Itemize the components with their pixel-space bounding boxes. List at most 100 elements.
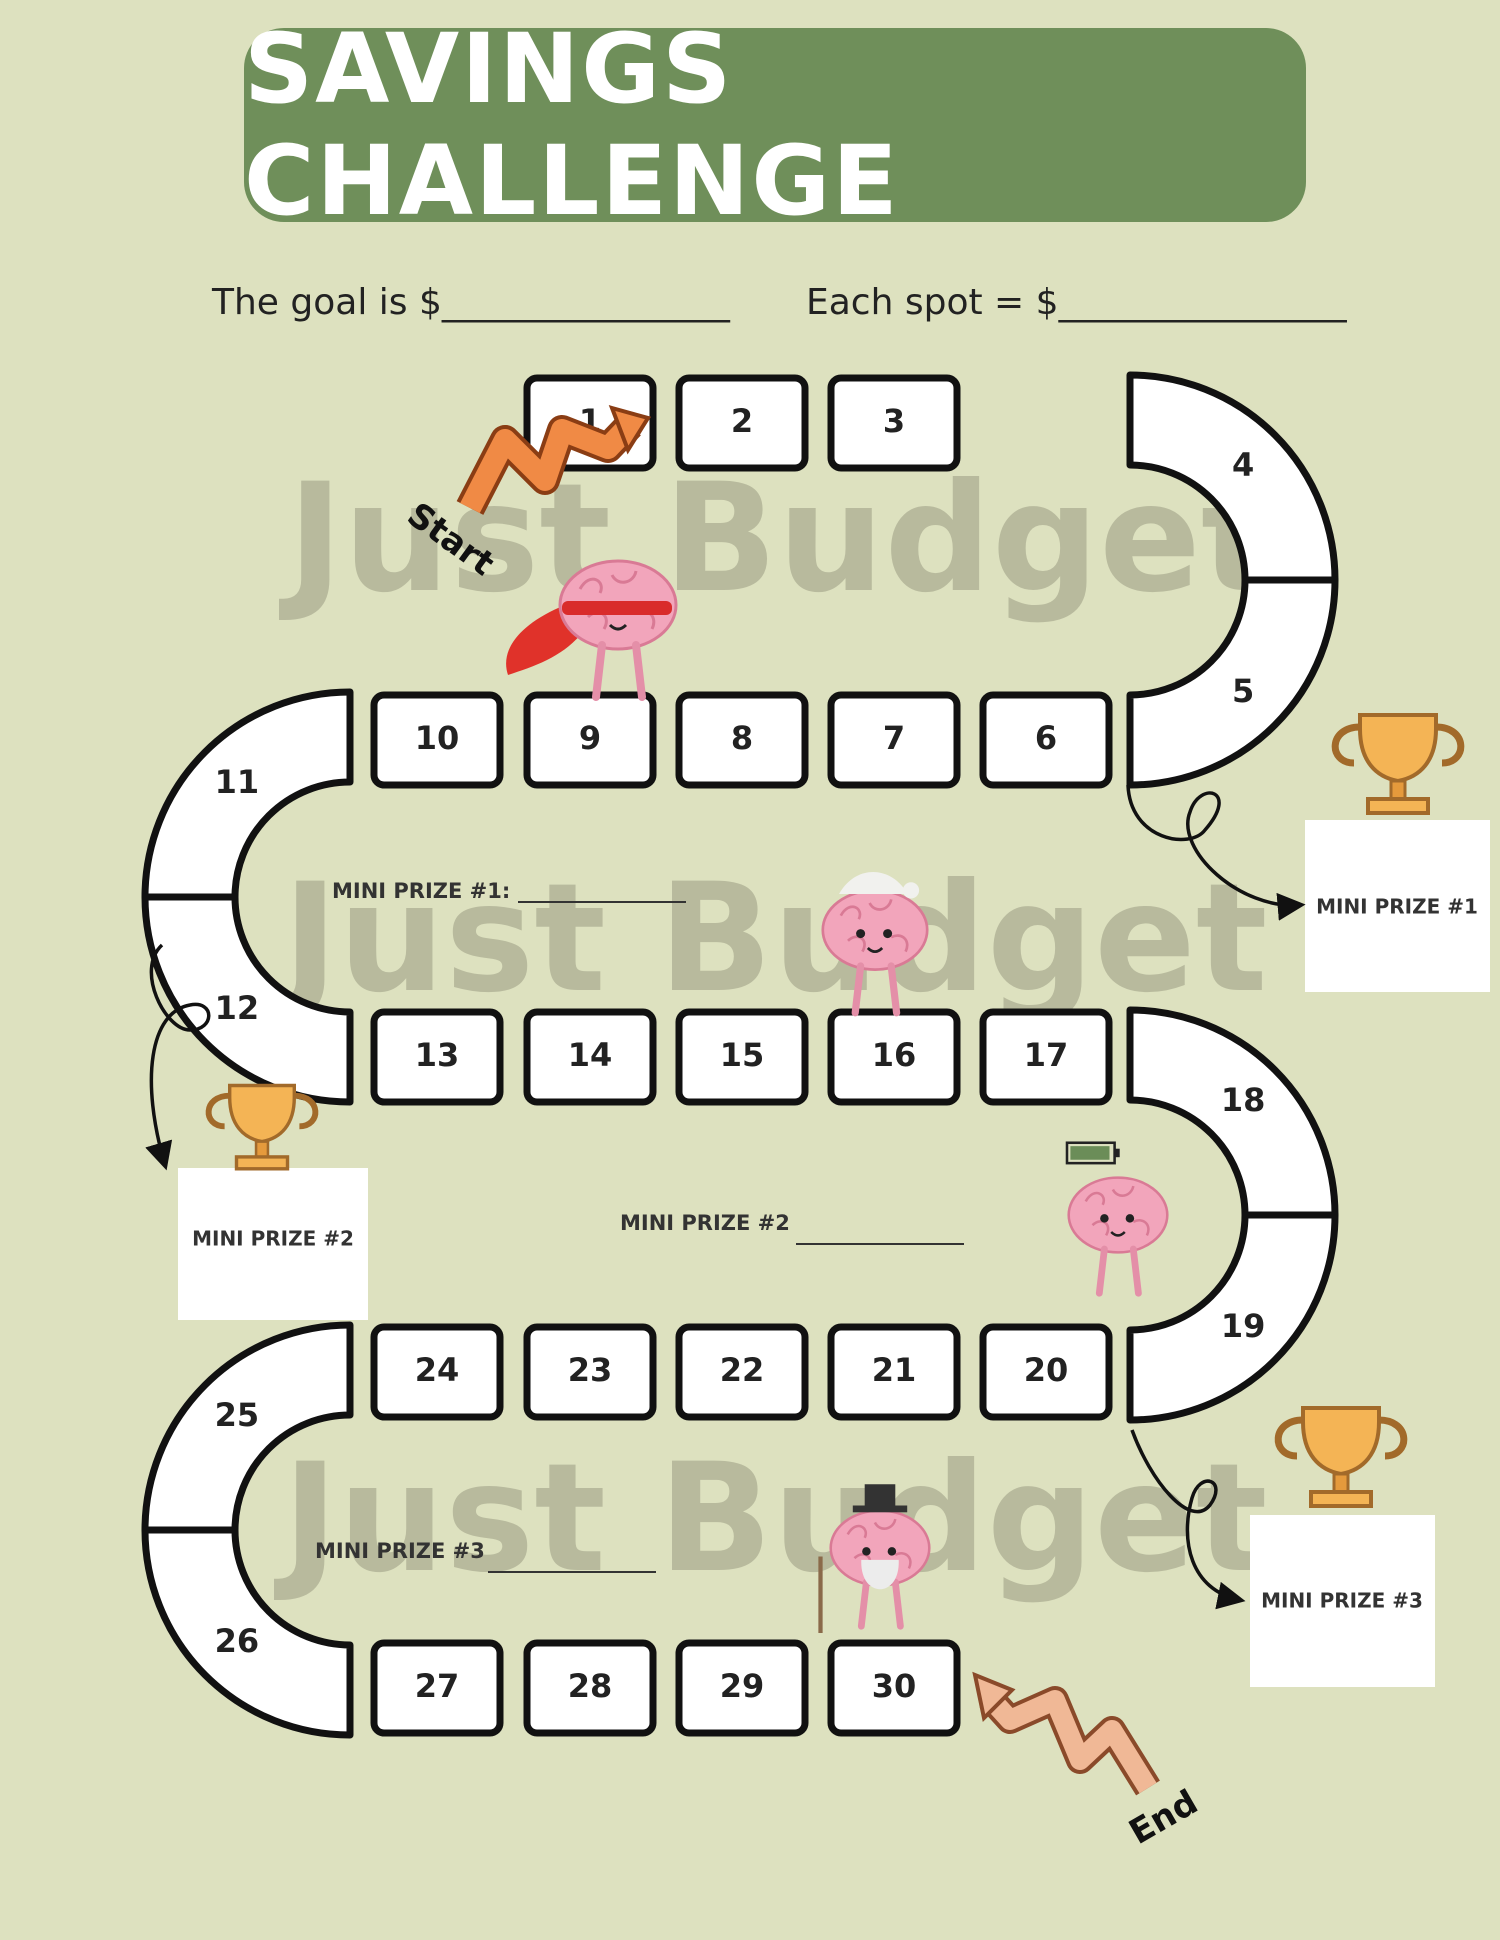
mini-prize-box-1[interactable]: MINI PRIZE #1 bbox=[1305, 820, 1490, 992]
goal-blank[interactable]: ________________ bbox=[441, 282, 730, 323]
spot-7[interactable] bbox=[827, 691, 961, 789]
spot-number: 2 bbox=[731, 402, 753, 440]
spot-value-field: Each spot = $________________ bbox=[806, 282, 1347, 323]
spot-number: 14 bbox=[568, 1036, 613, 1074]
end-arrow-icon bbox=[972, 1671, 1160, 1796]
spot-11[interactable] bbox=[141, 688, 354, 901]
spot-26[interactable] bbox=[141, 1526, 354, 1739]
page-title: SAVINGS CHALLENGE bbox=[244, 13, 900, 237]
spot-23[interactable] bbox=[523, 1323, 657, 1421]
mini-prize-blank[interactable]: ________________ bbox=[518, 879, 687, 903]
mini-prize-box-label: MINI PRIZE #3 bbox=[1261, 1589, 1423, 1613]
spot-21[interactable] bbox=[827, 1323, 961, 1421]
spot-number: 3 bbox=[883, 402, 905, 440]
spot-number: 13 bbox=[415, 1036, 460, 1074]
spot-22[interactable] bbox=[675, 1323, 809, 1421]
goal-field: The goal is $________________ bbox=[212, 282, 730, 323]
mini-prize-box-label: MINI PRIZE #2 bbox=[192, 1227, 354, 1251]
spot-15[interactable] bbox=[675, 1008, 809, 1106]
spot-19[interactable] bbox=[1126, 1211, 1339, 1424]
spot-20[interactable] bbox=[979, 1323, 1113, 1421]
brain-old-icon bbox=[818, 1484, 930, 1634]
spot-number: 29 bbox=[720, 1667, 765, 1705]
spot-number: 18 bbox=[1221, 1081, 1266, 1119]
board-path bbox=[141, 371, 1339, 1739]
mini-prize-label: MINI PRIZE #2 bbox=[620, 1211, 790, 1235]
spot-number: 22 bbox=[720, 1351, 765, 1389]
mini-prize-label: MINI PRIZE #1: bbox=[332, 879, 510, 903]
spot-8[interactable] bbox=[675, 691, 809, 789]
spot-number: 10 bbox=[415, 719, 460, 757]
spot-value-blank[interactable]: ________________ bbox=[1058, 282, 1347, 323]
brain-sleepy-icon bbox=[823, 872, 927, 1013]
prize-arrow-icon bbox=[1126, 784, 1306, 921]
spot-number: 7 bbox=[883, 719, 905, 757]
spot-3[interactable] bbox=[827, 374, 961, 472]
mini-prize-box-2[interactable]: MINI PRIZE #2 bbox=[178, 1168, 368, 1320]
spot-number: 15 bbox=[720, 1036, 765, 1074]
mini-prize-line-2: MINI PRIZE #2 ________________ bbox=[620, 1211, 965, 1245]
trophy-icon bbox=[209, 1086, 316, 1169]
spot-number: 19 bbox=[1221, 1307, 1266, 1345]
spot-number: 30 bbox=[872, 1667, 917, 1705]
spot-30[interactable] bbox=[827, 1639, 961, 1737]
mini-prize-box-3[interactable]: MINI PRIZE #3 bbox=[1250, 1515, 1435, 1687]
spot-number: 4 bbox=[1232, 446, 1254, 484]
spot-17[interactable] bbox=[979, 1008, 1113, 1106]
spot-number: 17 bbox=[1024, 1036, 1069, 1074]
spot-5[interactable] bbox=[1126, 576, 1339, 789]
spot-9[interactable] bbox=[523, 691, 657, 789]
spot-18[interactable] bbox=[1126, 1006, 1339, 1219]
spot-2[interactable] bbox=[675, 374, 809, 472]
spot-number: 8 bbox=[731, 719, 753, 757]
prize-arrow-icon bbox=[1130, 1429, 1246, 1610]
spot-number: 24 bbox=[415, 1351, 460, 1389]
spot-number: 11 bbox=[215, 763, 260, 801]
brain-battery-icon bbox=[1067, 1141, 1167, 1293]
trophy-icon bbox=[1335, 715, 1461, 813]
spot-number: 21 bbox=[872, 1351, 917, 1389]
spot-number: 16 bbox=[872, 1036, 917, 1074]
start-arrow-icon bbox=[456, 405, 652, 515]
spot-14[interactable] bbox=[523, 1008, 657, 1106]
spot-4[interactable] bbox=[1126, 371, 1339, 584]
title-banner: SAVINGS CHALLENGE bbox=[244, 13, 1306, 237]
mini-prize-box-label: MINI PRIZE #1 bbox=[1316, 895, 1478, 919]
spot-10[interactable] bbox=[370, 691, 504, 789]
mini-prize-blank[interactable]: ________________ bbox=[488, 1549, 657, 1573]
spot-number: 26 bbox=[215, 1622, 260, 1660]
prize-arrow-icon bbox=[145, 943, 211, 1171]
mini-prize-line-3: MINI PRIZE #3 ________________ bbox=[315, 1539, 657, 1573]
spot-6[interactable] bbox=[979, 691, 1113, 789]
goal-label: The goal is $ bbox=[212, 282, 442, 323]
spot-value-label: Each spot = $ bbox=[806, 282, 1059, 323]
spot-number: 9 bbox=[579, 719, 601, 757]
watermark-text: Just Budget bbox=[273, 852, 1267, 1026]
mini-prize-label: MINI PRIZE #3 bbox=[315, 1539, 485, 1563]
brain-hero-icon bbox=[506, 561, 676, 697]
mini-prize-line-1: MINI PRIZE #1: ________________ bbox=[332, 879, 687, 903]
spot-number: 6 bbox=[1035, 719, 1057, 757]
spot-number: 20 bbox=[1024, 1351, 1069, 1389]
spot-13[interactable] bbox=[370, 1008, 504, 1106]
spot-29[interactable] bbox=[675, 1639, 809, 1737]
spot-number: 23 bbox=[568, 1351, 613, 1389]
spot-25[interactable] bbox=[141, 1321, 354, 1534]
spot-number: 27 bbox=[415, 1667, 460, 1705]
watermark-text: Just Budget bbox=[278, 452, 1272, 626]
spot-number: 25 bbox=[215, 1396, 260, 1434]
spot-12[interactable] bbox=[141, 893, 354, 1106]
spot-28[interactable] bbox=[523, 1639, 657, 1737]
watermark-layer: Just Budget Just Budget Just Budget bbox=[273, 452, 1272, 1606]
spot-24[interactable] bbox=[370, 1323, 504, 1421]
spot-27[interactable] bbox=[370, 1639, 504, 1737]
spot-number: 12 bbox=[215, 989, 260, 1027]
spot-number: 28 bbox=[568, 1667, 613, 1705]
spot-number: 5 bbox=[1232, 672, 1254, 710]
trophy-icon bbox=[1278, 1408, 1404, 1506]
watermark-text: Just Budget bbox=[273, 1432, 1267, 1606]
mini-prize-blank[interactable]: ________________ bbox=[796, 1221, 965, 1245]
